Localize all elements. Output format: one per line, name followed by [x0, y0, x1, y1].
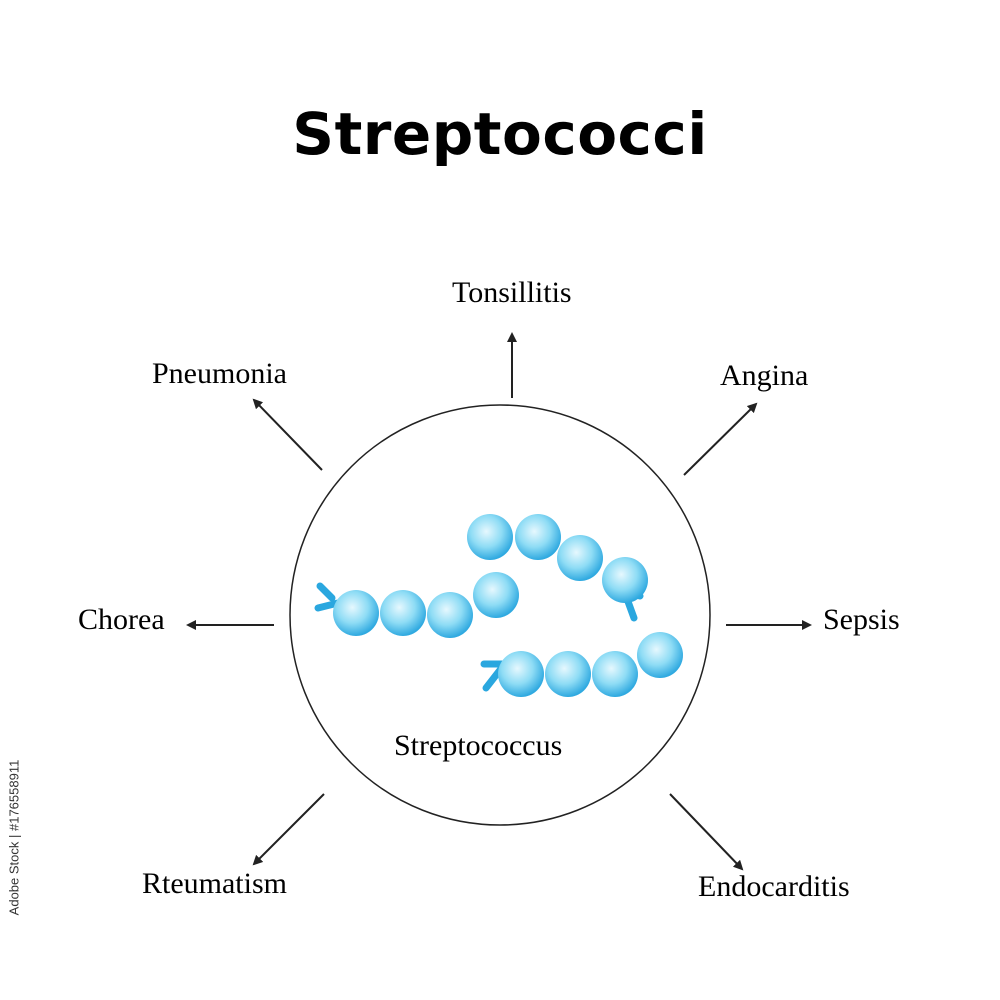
- label-pneumonia: Pneumonia: [152, 357, 287, 390]
- coccus: [637, 632, 683, 678]
- diagram-title: Streptococci: [292, 100, 708, 168]
- label-rheumatism: Rteumatism: [142, 867, 287, 900]
- coccus: [467, 514, 513, 560]
- coccus: [545, 651, 591, 697]
- coccus: [602, 557, 648, 603]
- coccus: [473, 572, 519, 618]
- arrow-pneumonia: [252, 398, 323, 471]
- label-sepsis: Sepsis: [823, 603, 900, 636]
- coccus: [592, 651, 638, 697]
- coccus: [333, 590, 379, 636]
- label-chorea: Chorea: [78, 603, 165, 636]
- coccus: [515, 514, 561, 560]
- label-angina: Angina: [720, 359, 809, 392]
- label-endocarditis: Endocarditis: [698, 870, 850, 903]
- arrow-angina: [683, 402, 758, 476]
- label-streptococcus: Streptococcus: [394, 729, 563, 762]
- streptococcus-chains: [314, 514, 683, 697]
- coccus: [557, 535, 603, 581]
- label-tonsillitis: Tonsillitis: [452, 276, 572, 309]
- stock-id-stamp: Adobe Stock | #176558911: [6, 759, 22, 916]
- arrow-endocarditis: [669, 793, 744, 871]
- arrows: [186, 332, 812, 871]
- coccus: [427, 592, 473, 638]
- coccus: [498, 651, 544, 697]
- arrow-rheumatism: [252, 793, 325, 866]
- coccus: [380, 590, 426, 636]
